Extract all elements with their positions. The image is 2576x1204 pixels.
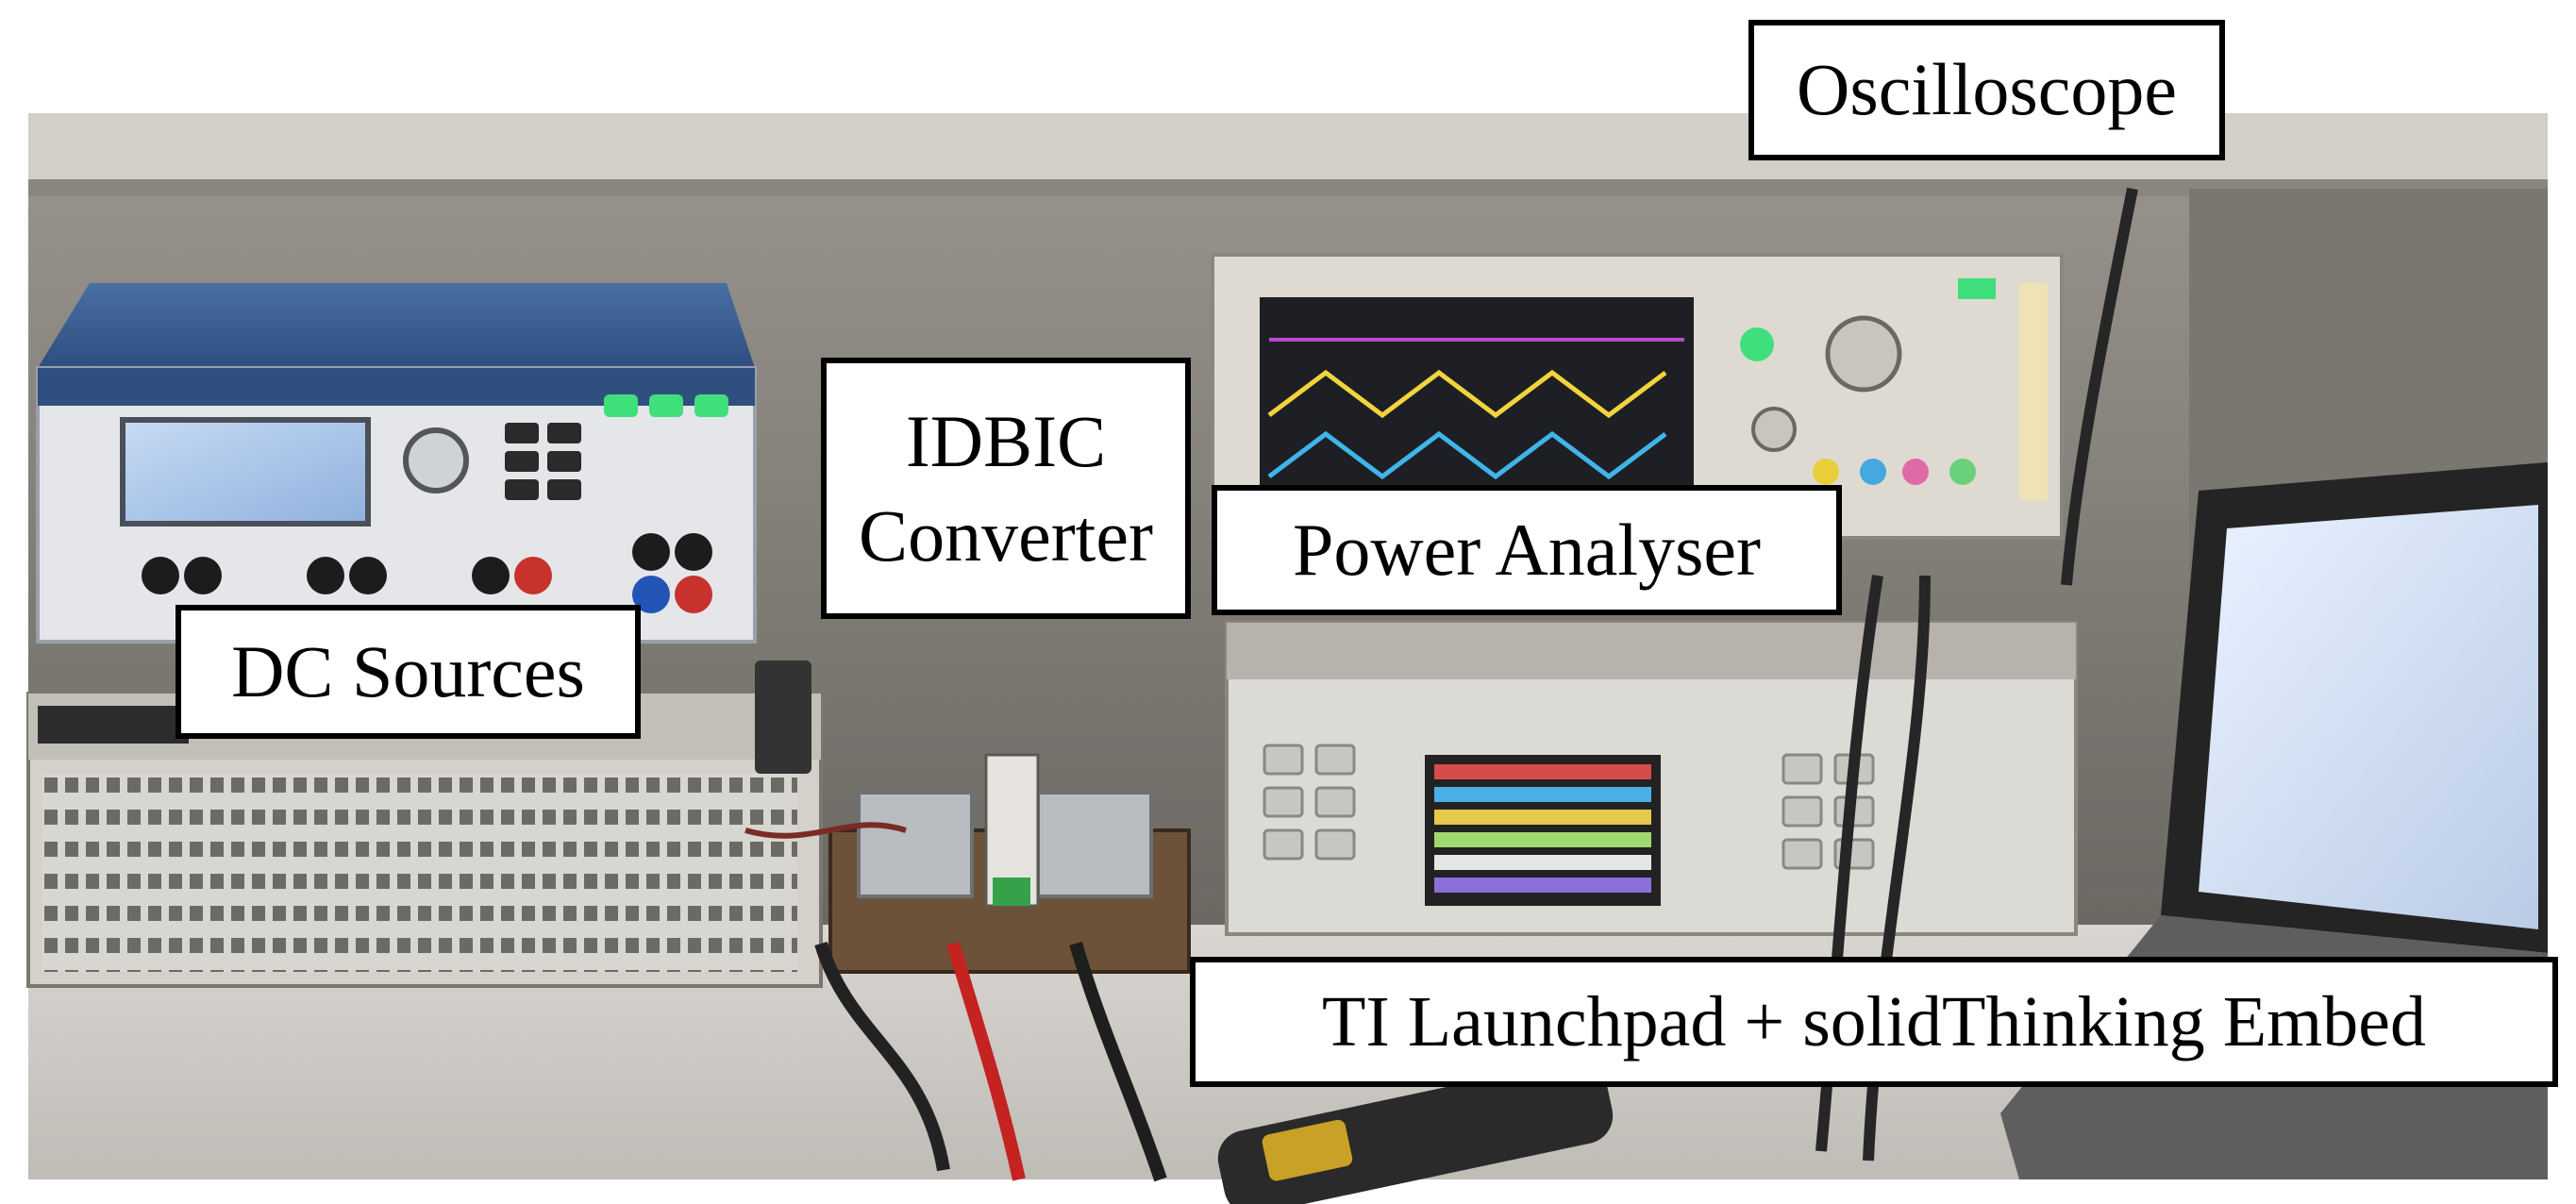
label-idbic-converter: IDBIC Converter [821,358,1191,619]
dc-power-supply-bottom [26,661,823,988]
photo-content [26,113,2548,1204]
label-ti-launchpad: TI Launchpad + solidThinking Embed [1190,957,2558,1087]
label-oscilloscope: Oscilloscope [1748,20,2225,160]
label-power-analyser: Power Analyser [1212,485,1842,615]
label-oscilloscope-text: Oscilloscope [1797,48,2177,131]
ti-launchpad-device [1217,1059,1614,1204]
dc-power-supply-top [36,283,757,644]
label-ti-launchpad-text: TI Launchpad + solidThinking Embed [1322,981,2426,1062]
label-idbic-line1: IDBIC [905,399,1107,482]
power-analyser-device [1225,621,2078,936]
label-power-analyser-text: Power Analyser [1292,508,1762,591]
converter-board [744,753,1191,1182]
label-dc-sources-text: DC Sources [231,629,585,712]
label-idbic-line2: Converter [859,493,1153,577]
label-dc-sources: DC Sources [176,605,641,739]
